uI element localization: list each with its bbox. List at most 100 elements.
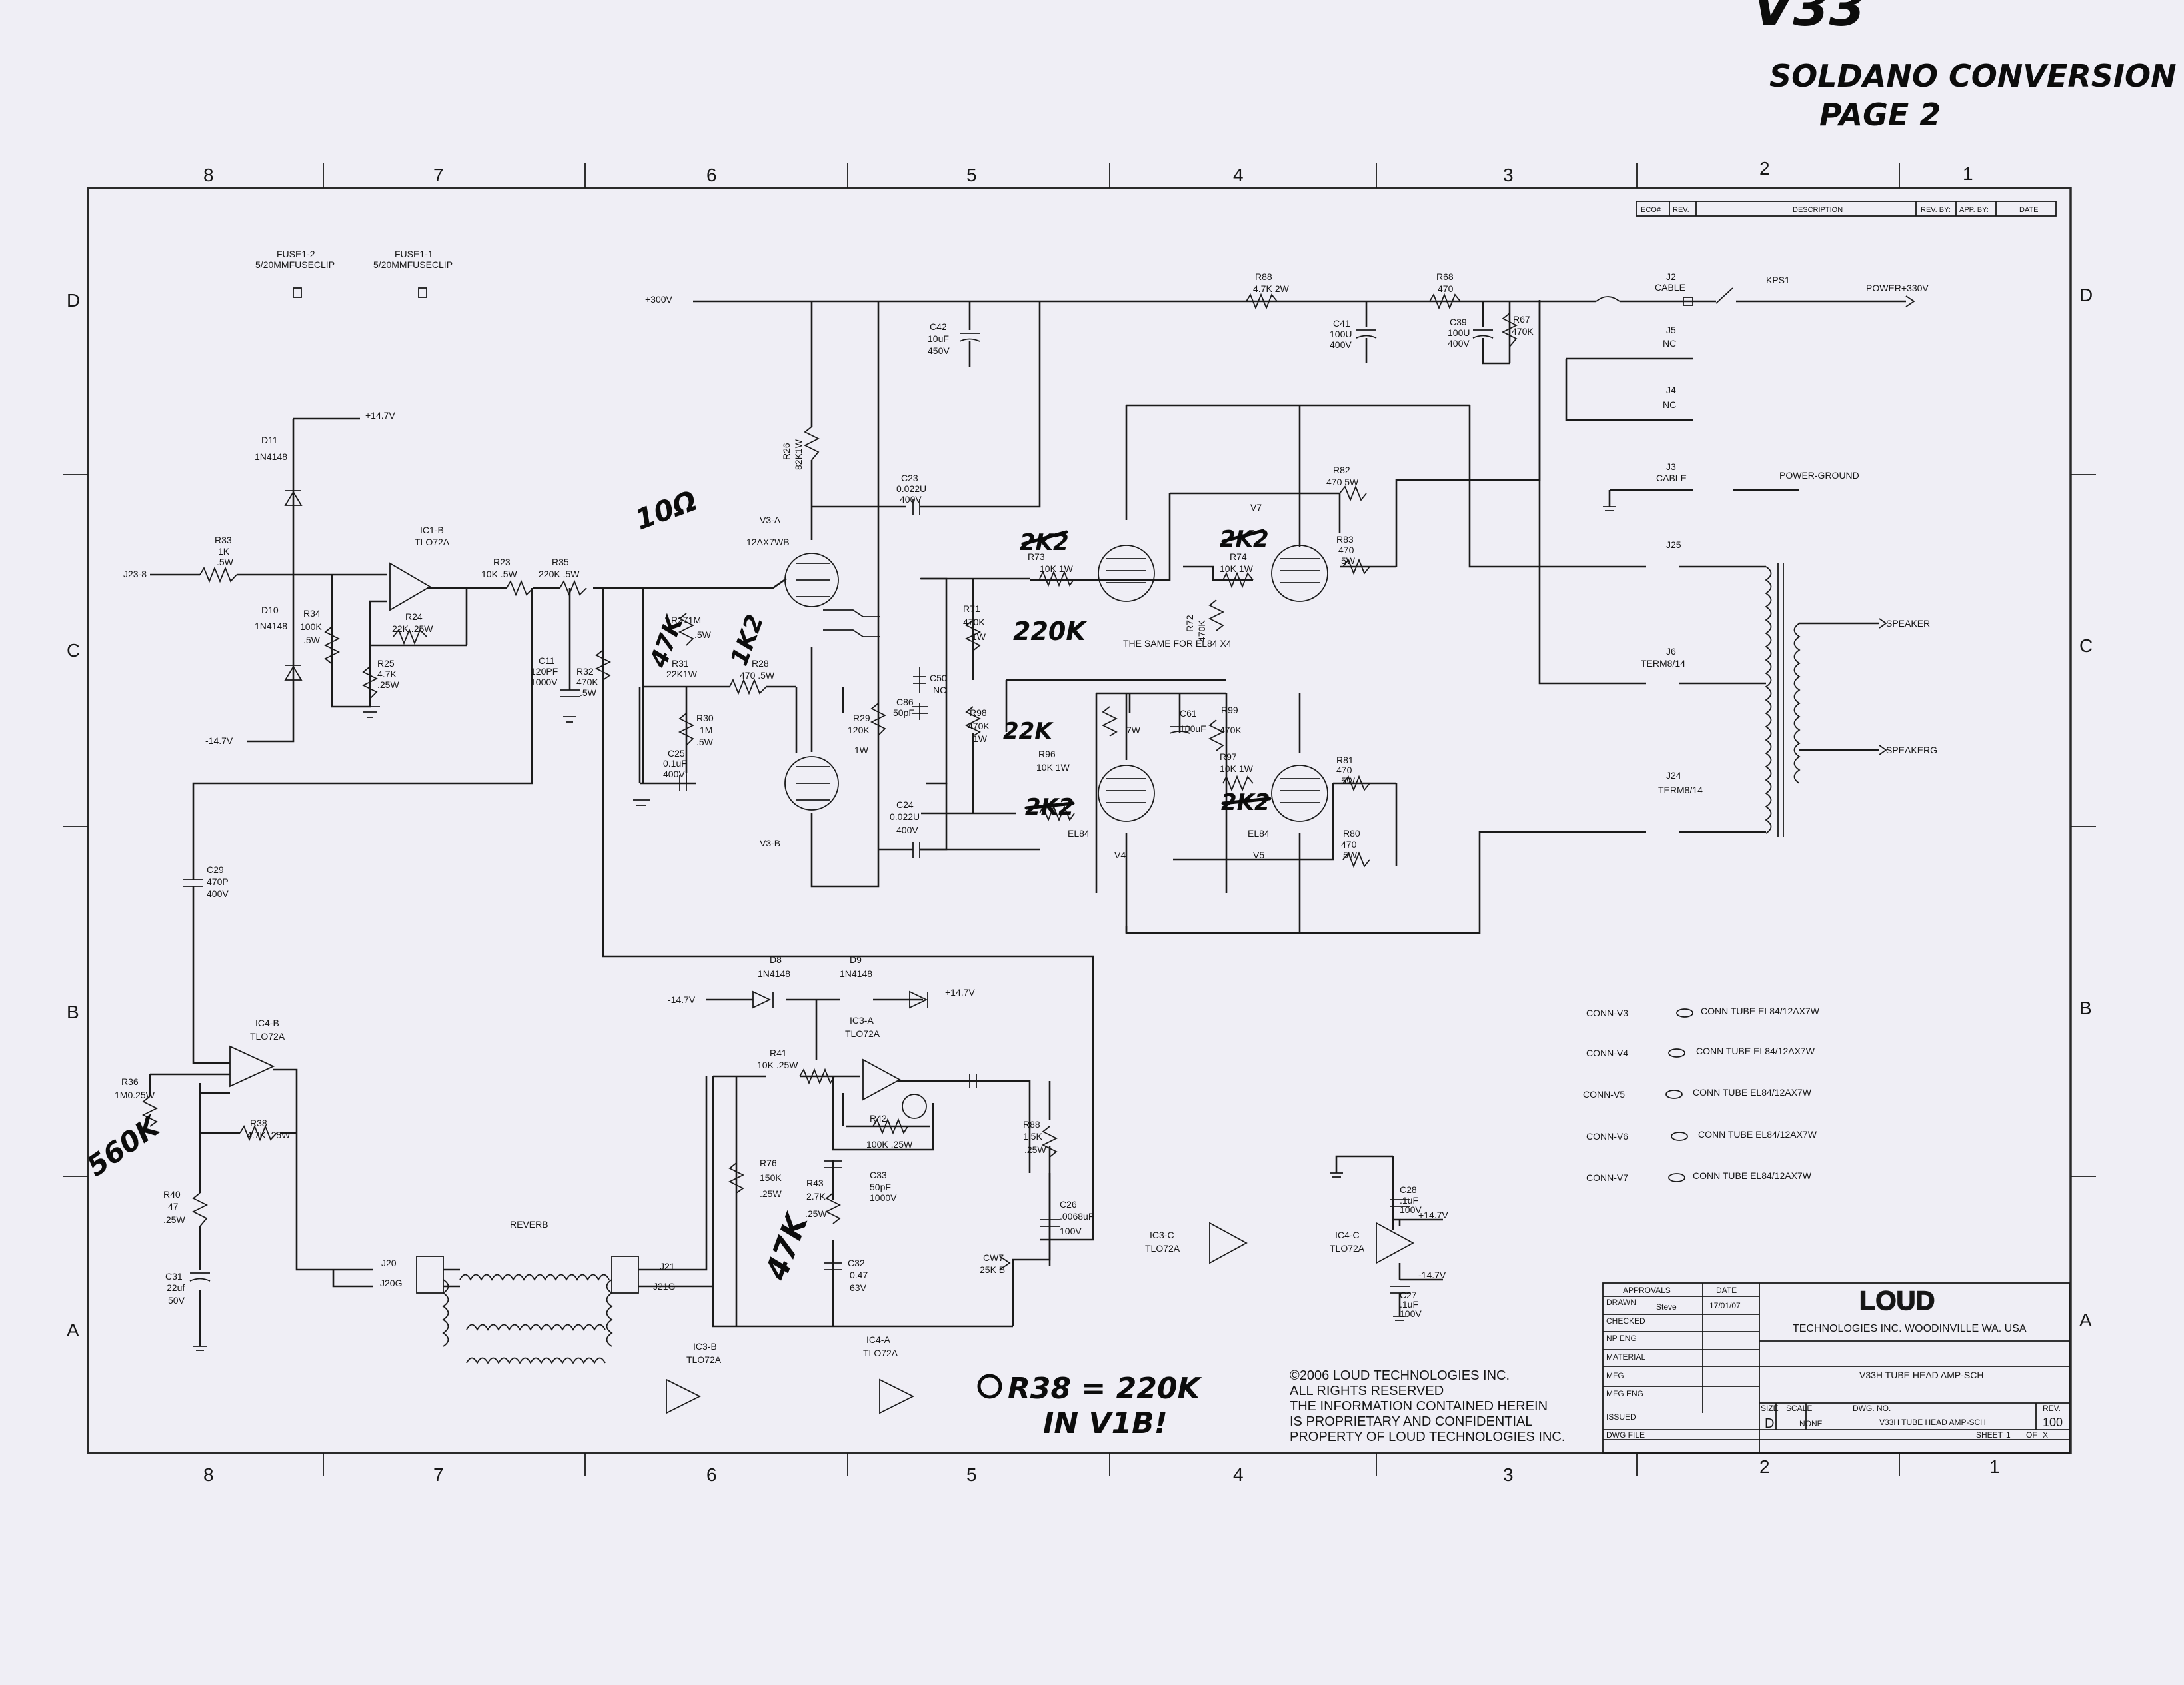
r81-value: 470 (1336, 765, 1352, 775)
copyright-line1: ©2006 LOUD TECHNOLOGIES INC. (1290, 1368, 1510, 1383)
rev-col-appby: APP. BY: (1959, 206, 1989, 214)
ic4b-label: IC4-B (255, 1018, 279, 1028)
v3a-label: V3-A (760, 515, 781, 525)
d8-symbol (752, 990, 772, 1009)
v3a-value: 12AX7WB (746, 537, 790, 547)
c31-label: C31 (165, 1271, 183, 1282)
r34-value: 100K (300, 621, 322, 632)
same-note: THE SAME FOR EL84 X4 (1123, 638, 1232, 649)
j24-value: TERM8/14 (1658, 785, 1703, 795)
v3-preamp: +300V R26 82K1W V3-A 12AX7WB V3-B R271M … (633, 294, 1573, 888)
cw7-label: CW7 (983, 1252, 1004, 1263)
r42-symbol (872, 1118, 908, 1135)
tb-dwgno-label: DWG. NO. (1853, 1404, 1891, 1413)
r25-value: 4.7K (377, 669, 397, 679)
r67-value: 470K (1512, 326, 1534, 337)
r41-value: 10K .25W (757, 1060, 798, 1070)
c29-label: C29 (207, 864, 224, 875)
r98-watt: 1W (973, 733, 988, 744)
col-6-bottom: 6 (706, 1464, 717, 1485)
r67-label: R67 (1513, 314, 1530, 325)
r25-watt: .25W (377, 679, 399, 690)
j25-label: J25 (1666, 539, 1681, 550)
d10-symbol (284, 665, 303, 681)
hand-footnote-1: R38 = 220K (1008, 1372, 1202, 1406)
r40-label: R40 (163, 1189, 181, 1200)
c33-label: C33 (870, 1170, 887, 1180)
r30-symbol (678, 713, 695, 746)
c28-value: .1uF (1400, 1195, 1418, 1206)
conn-v7-symbol (1668, 1173, 1685, 1182)
r23-value: 10K .5W (481, 569, 517, 579)
c23-label: C23 (901, 473, 918, 483)
conn-v3-label: CONN TUBE EL84/12AX7W (1701, 1006, 1820, 1016)
v3b-label: V3-B (760, 838, 780, 848)
v7-tube (1271, 545, 1328, 602)
r33-label: R33 (215, 535, 232, 545)
col-3-top: 3 (1503, 165, 1514, 185)
tb-company: TECHNOLOGIES INC. WOODINVILLE WA. USA (1793, 1323, 2027, 1334)
c42-volt: 450V (928, 345, 950, 356)
c33-value: 50pF (870, 1182, 891, 1192)
r35-value: 220K .5W (539, 569, 580, 579)
drawing-frame (87, 187, 2072, 1454)
hand-star-marker (977, 1374, 1002, 1399)
handwritten-title: SOLDANO CONVERSION (1769, 58, 2177, 94)
tb-approvals: APPROVALS (1623, 1286, 1671, 1295)
col-1-top: 1 (1963, 163, 1973, 184)
r97-label: R97 (1220, 751, 1237, 762)
r98-value: 470K (968, 721, 990, 731)
r68-label: R68 (1436, 271, 1454, 282)
conn-v4-label: CONN TUBE EL84/12AX7W (1696, 1046, 1815, 1056)
tb-total: X (2043, 1430, 2048, 1440)
c50-value: NC (933, 685, 946, 695)
col-2-top: 2 (1759, 158, 1770, 179)
row-d-left: D (67, 290, 80, 311)
tb-sheet-label: SHEET (1976, 1430, 2003, 1440)
r97-value: 10K 1W (1220, 763, 1254, 774)
fuse-clips: FUSE1-2 5/20MMFUSECLIP FUSE1-1 5/20MMFUS… (255, 249, 453, 298)
r88b-label: R88 (1023, 1119, 1040, 1130)
tb-material: MATERIAL (1606, 1352, 1645, 1362)
ic3c-value: TLO72A (1145, 1243, 1180, 1254)
tb-mfg-eng: MFG ENG (1606, 1389, 1643, 1398)
r88-value: 4.7K 2W (1253, 283, 1289, 294)
kps1-label: KPS1 (1766, 275, 1790, 285)
r88-label: R88 (1255, 271, 1272, 282)
r33-symbol (199, 566, 237, 583)
r74-value: 10K 1W (1220, 563, 1254, 574)
c26-value: .0068uF (1060, 1211, 1094, 1222)
fuse12-value: 5/20MMFUSECLIP (255, 259, 335, 270)
conn-v6-ref: CONN-V6 (1586, 1131, 1628, 1142)
hand-note-22k: 22K (1003, 718, 1054, 745)
loud-logo: LOUD (1859, 1286, 1935, 1316)
r32-label: R32 (576, 666, 594, 677)
r96-value: 10K 1W (1036, 762, 1070, 773)
conn-v3-symbol (1676, 1008, 1693, 1018)
rev-col-rev: REV. (1673, 206, 1689, 214)
c23-volt: 400V (900, 494, 922, 505)
tb-rev-value: 100 (2043, 1416, 2063, 1429)
r83-label: R83 (1336, 534, 1354, 545)
col-7-top: 7 (433, 165, 444, 185)
d8-label: D8 (770, 954, 782, 965)
r80-watt: 5W (1343, 850, 1358, 860)
reverb-minus-rail: -14.7V (668, 994, 696, 1005)
r24-label: R24 (405, 611, 423, 622)
c24-value: 0.022U (890, 811, 920, 822)
r82-value: 470 5W (1326, 477, 1359, 487)
c29-volt: 400V (207, 888, 229, 899)
v5-tube (1271, 765, 1328, 822)
j21-label: J21 (660, 1261, 675, 1272)
c24-volt: 400V (896, 825, 918, 835)
cw7-wiper (999, 1256, 1011, 1270)
j24-label: J24 (1666, 770, 1681, 781)
c41-label: C41 (1333, 318, 1350, 329)
col-8-bottom: 8 (203, 1464, 214, 1485)
spare-opamps: IC3-B TLO72A IC4-A TLO72A IC3-C TLO72A I… (666, 1155, 1448, 1414)
r23-symbol (506, 579, 534, 597)
conn-v6-label: CONN TUBE EL84/12AX7W (1698, 1129, 1817, 1140)
r38-label: R38 (250, 1118, 267, 1128)
ic3b-opamp (666, 1378, 702, 1414)
j5-value: NC (1663, 338, 1676, 349)
